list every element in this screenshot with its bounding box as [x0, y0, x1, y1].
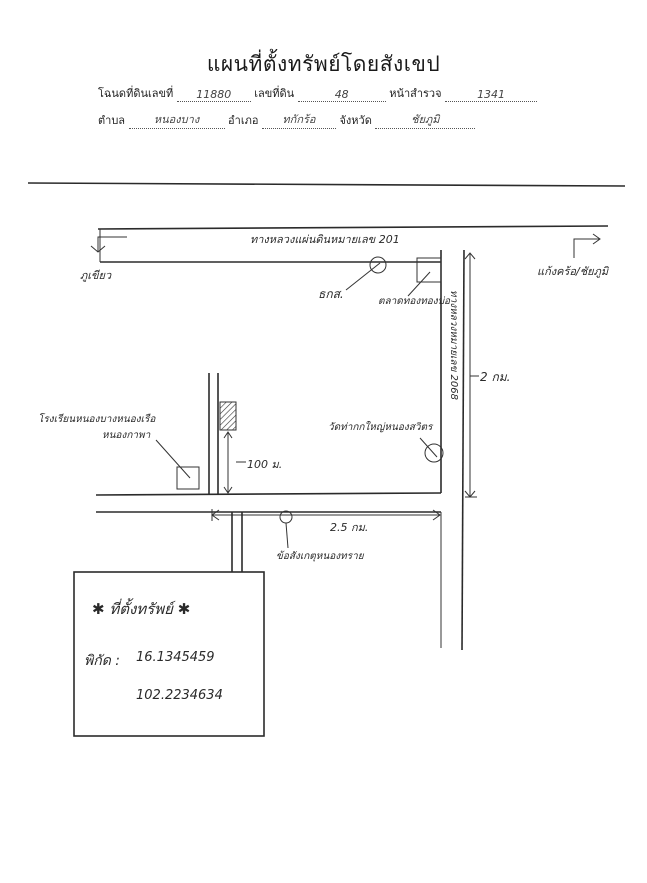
land-no-label: เลขที่ดิน — [254, 87, 295, 100]
school-label: โรงเรียนหนองบางหนองเรือ — [38, 414, 156, 425]
dist-2km-label: 2 กม. — [480, 370, 511, 384]
district-value: ทกักร้อ — [261, 110, 336, 129]
province-value: ชัยภูมิ — [375, 110, 476, 129]
bkas-label: ธกส. — [318, 287, 344, 301]
arrow-right — [573, 238, 600, 258]
deed-label: โฉนดที่ดินเลขที่ — [98, 87, 174, 100]
district-label: อำเภอ — [228, 114, 259, 127]
highway-201-top-edge — [97, 225, 609, 230]
location-box-title: ✱ ที่ตั้งทรัพย์ ✱ — [92, 600, 191, 618]
deed-value: 11880 — [176, 88, 251, 102]
arrow-left — [97, 236, 127, 252]
survey-page-label: หน้าสำรวจ — [389, 87, 442, 100]
deed-info-row: โฉนดที่ดินเลขที่ 11880 เลขที่ดิน 48 หน้า… — [98, 84, 538, 102]
to-right-label: แก้งคร้อ/ชัยภูมิ — [537, 265, 609, 278]
temple-marker — [424, 443, 444, 463]
star-icon: ✱ — [92, 600, 110, 618]
province-label: จังหวัด — [339, 114, 372, 127]
temple-label: วัดท่ากกใหญ่หนองสวิตร — [328, 422, 433, 433]
highway-201-label: ทางหลวงแผ่นดินหมายเลข 201 — [250, 233, 400, 246]
land-no-value: 48 — [297, 88, 386, 102]
location-box-frame — [73, 571, 265, 737]
school-marker — [176, 466, 200, 490]
address-row: ตำบล หนองบาง อำเภอ ทกักร้อ จังหวัด ชัยภู… — [98, 110, 476, 129]
road-upper-edge — [95, 492, 442, 496]
bkas-marker — [369, 256, 387, 274]
property-parcel — [219, 401, 237, 431]
dist-100m-label: 100 ม. — [247, 458, 283, 471]
to-left-label: ภูเขียว — [80, 269, 112, 282]
survey-page-value: 1341 — [445, 88, 538, 102]
header-divider — [27, 182, 626, 187]
police-label: ตลาดทองทองบ่อ — [378, 296, 451, 307]
school-label-2: หนองกาพา — [102, 430, 151, 441]
coord-label: พิกัด : — [84, 653, 120, 669]
junction-label: ข้อสังเกตุหนองทราย — [276, 551, 364, 562]
star-icon: ✱ — [172, 600, 191, 618]
coord-lon: 102.2234634 — [136, 688, 223, 703]
page-title: แผนที่ตั้งทรัพย์โดยสังเขป — [206, 52, 441, 76]
police-marker — [416, 257, 442, 283]
subdistrict-label: ตำบล — [98, 114, 126, 127]
coord-lat: 16.1345459 — [136, 650, 215, 665]
highway-2068-label: ทางหลวงหมายเลข 2068 — [448, 290, 459, 400]
highway-2068-right-edge — [461, 249, 465, 651]
subdistrict-value: หนองบาง — [128, 110, 225, 129]
dist-25km-label: 2.5 กม. — [330, 521, 369, 534]
